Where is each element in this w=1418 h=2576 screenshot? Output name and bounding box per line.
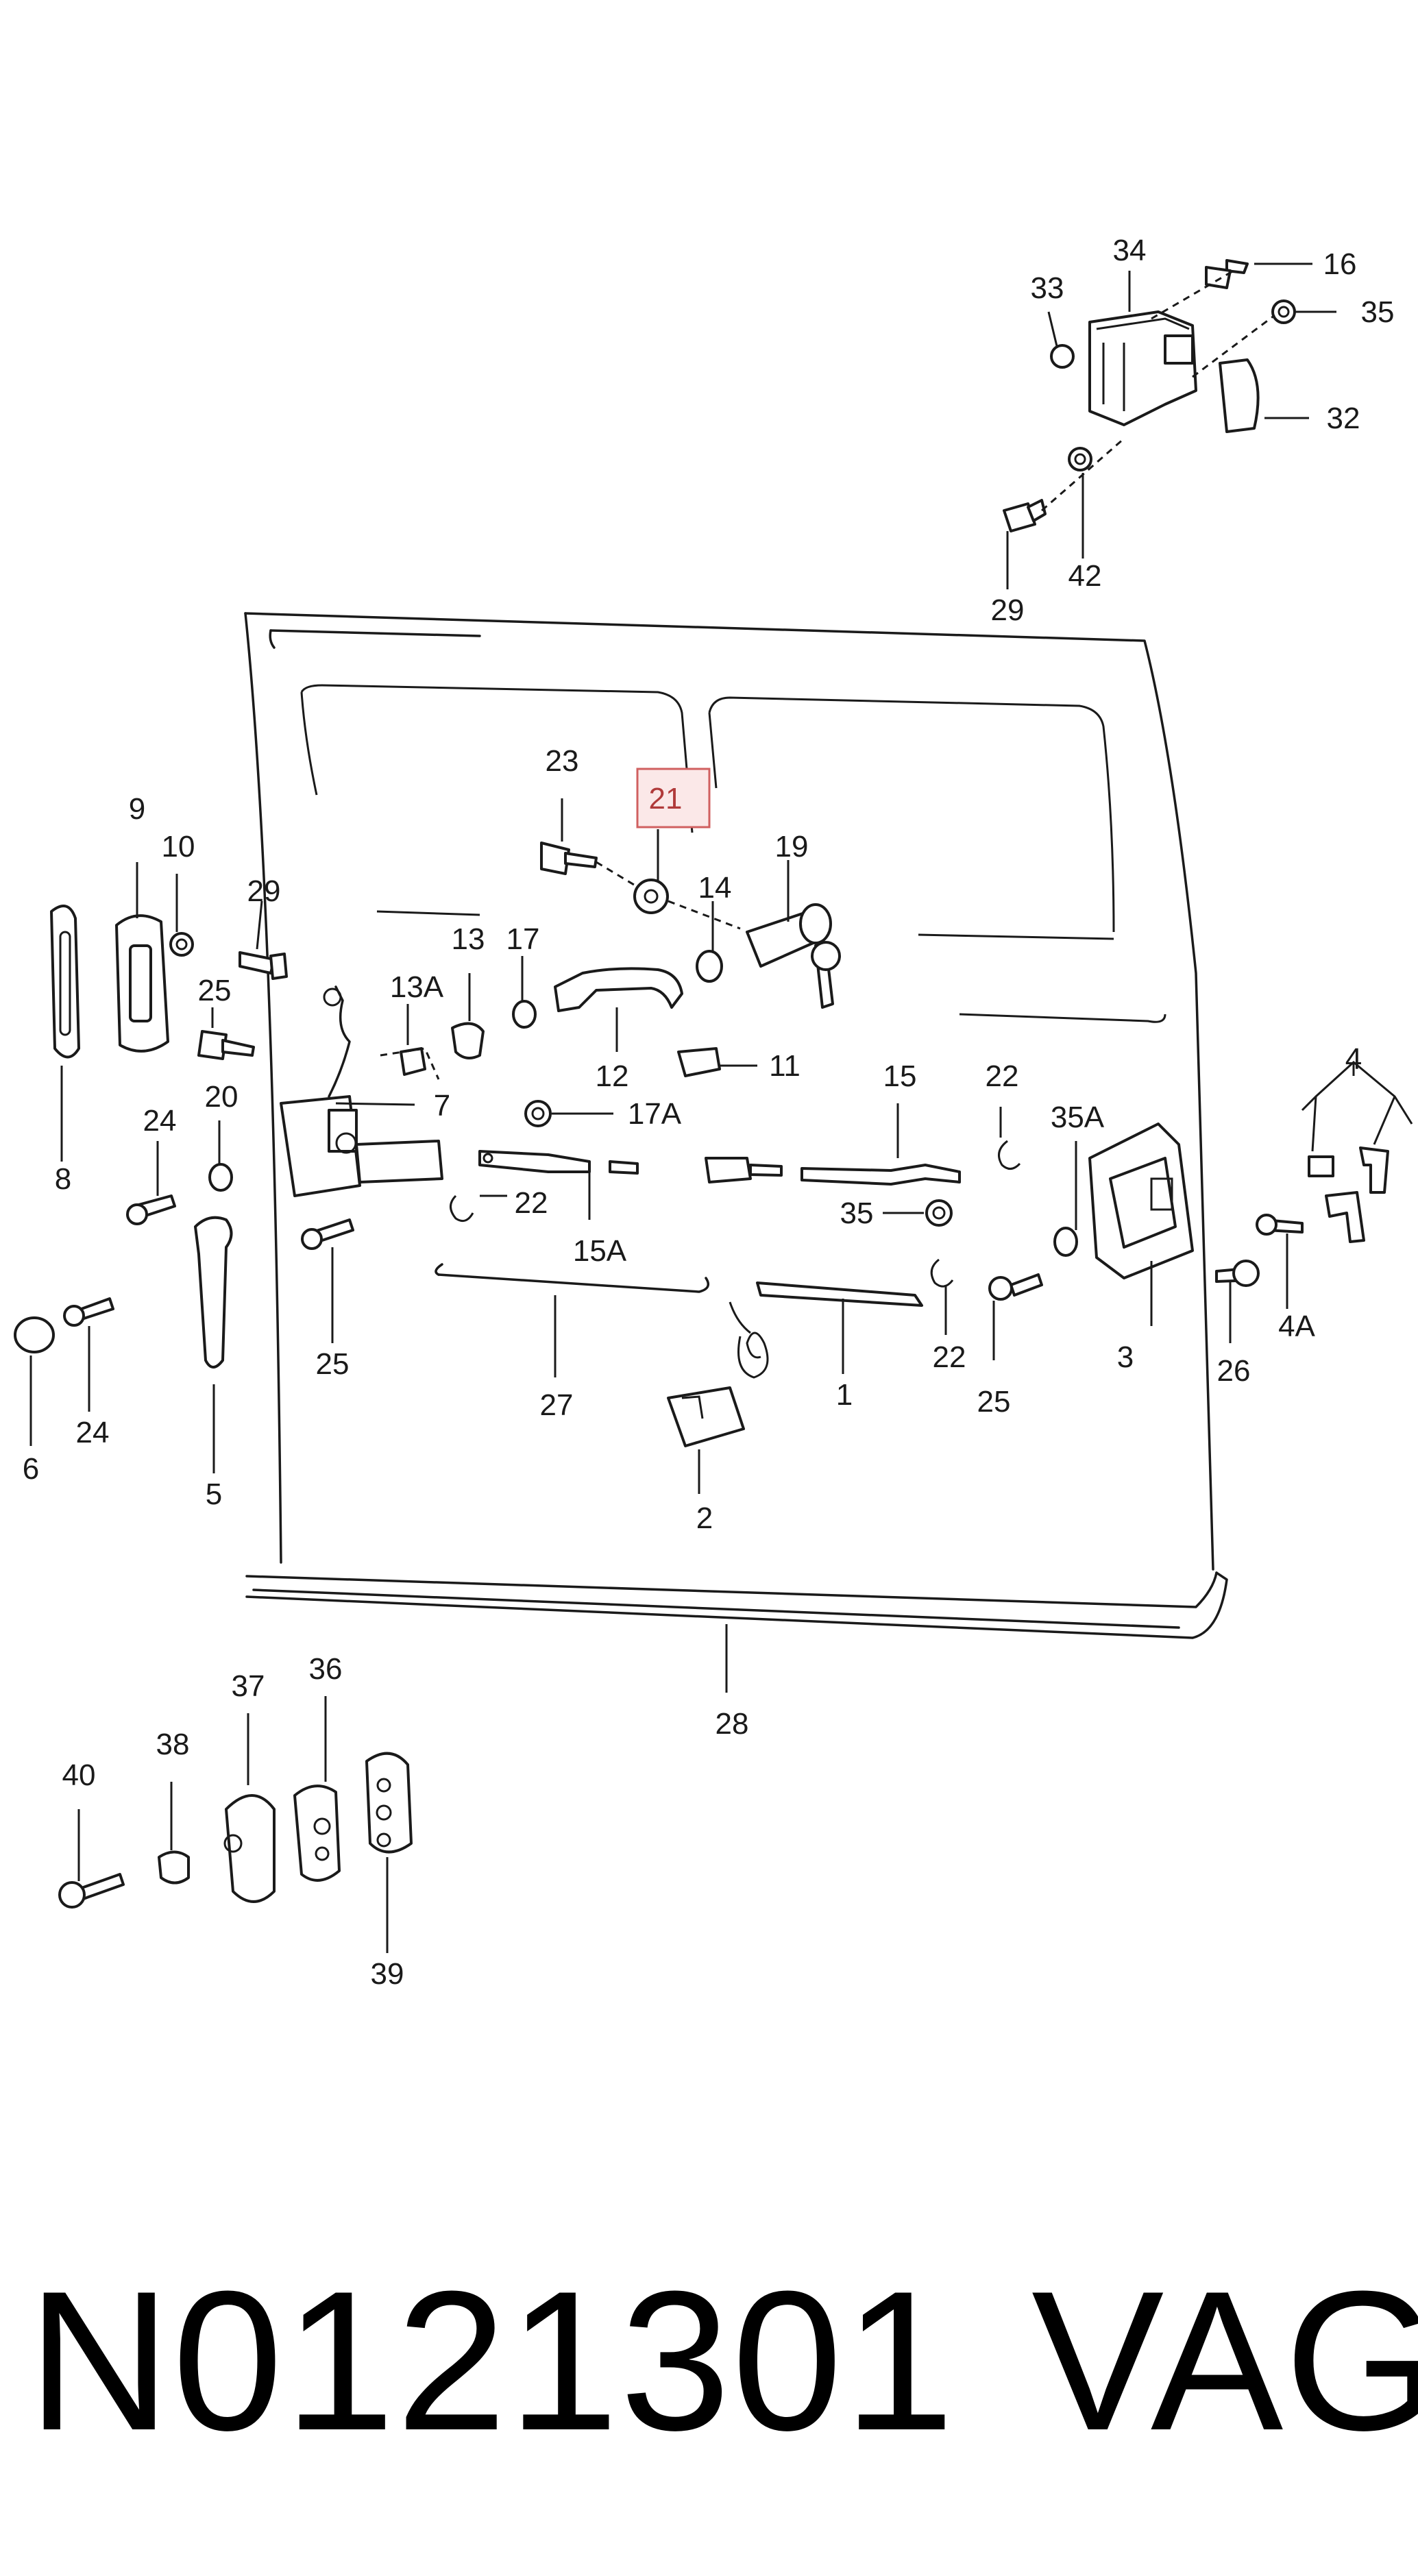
callout-label: 16	[1323, 247, 1357, 281]
rod-mechanism-group	[435, 1140, 1021, 1447]
callout-label: 36	[309, 1652, 343, 1686]
callout-label: 14	[698, 871, 732, 905]
callout-labels: 1 2 3 4 4A 5 6 7 8 9 10 11 12 13 13A 14 …	[23, 234, 1395, 1991]
callout-label: 7	[434, 1089, 450, 1123]
callout-label: 11	[769, 1049, 800, 1083]
callout-label: 24	[143, 1104, 177, 1138]
highlight-box	[636, 768, 711, 829]
callout-label: 33	[1031, 271, 1064, 305]
callout-label: 35A	[1051, 1101, 1105, 1134]
callout-label: 42	[1068, 559, 1102, 593]
callout-label: 23	[546, 744, 579, 778]
callout-label: 4A	[1278, 1310, 1315, 1343]
callout-label: 29	[247, 874, 281, 908]
callout-label: 8	[55, 1162, 71, 1196]
callout-label: 34	[1113, 234, 1147, 267]
callout-label: 35	[840, 1197, 874, 1230]
callout-label: 40	[62, 1758, 96, 1792]
part-number: N0121301	[27, 2250, 956, 2472]
handle-lock-group	[400, 842, 841, 1127]
callout-label: 2	[696, 1501, 713, 1535]
callout-label: 27	[540, 1388, 574, 1422]
callout-label: 13	[452, 922, 485, 956]
callout-label: 4	[1345, 1042, 1362, 1076]
callout-label: 35	[1361, 295, 1395, 329]
callout-label: 1	[836, 1378, 853, 1412]
door-panel	[244, 612, 1228, 1639]
trim-parts-group	[58, 1752, 413, 1909]
callout-label: 6	[23, 1452, 39, 1486]
callout-label: 19	[775, 830, 809, 863]
right-latch-group	[988, 1123, 1389, 1301]
brand-name: VAG	[1031, 2250, 1418, 2472]
callout-label: 20	[205, 1080, 239, 1114]
callout-label: 29	[991, 593, 1025, 627]
callout-label: 17	[506, 922, 540, 956]
left-hardware-group	[14, 905, 443, 1369]
callout-label: 22	[986, 1059, 1019, 1093]
callout-label: 5	[206, 1477, 222, 1511]
callout-label: 15A	[573, 1234, 627, 1268]
callout-label: 9	[129, 792, 145, 826]
callout-label: 26	[1217, 1354, 1251, 1388]
callout-label: 15	[883, 1059, 917, 1093]
callout-label: 3	[1117, 1340, 1134, 1374]
callout-label: 17A	[628, 1097, 682, 1131]
upper-hinge-assembly	[1003, 259, 1296, 532]
callout-label: 39	[371, 1957, 404, 1991]
callout-label: 24	[76, 1416, 110, 1449]
callout-label: 25	[977, 1385, 1011, 1419]
callout-label: 12	[596, 1059, 629, 1093]
callout-label: 10	[162, 830, 195, 863]
callout-label: 13A	[390, 970, 444, 1004]
callout-label: 28	[716, 1707, 749, 1741]
callout-label: 25	[316, 1347, 350, 1381]
callout-label: 38	[156, 1728, 190, 1761]
callout-label: 32	[1327, 402, 1360, 435]
callout-label: 25	[198, 974, 232, 1007]
leader-lines	[29, 262, 1413, 1953]
callout-label: 22	[515, 1186, 548, 1220]
callout-label: 22	[933, 1340, 966, 1374]
callout-label-highlighted: 21	[649, 782, 683, 815]
callout-label: 37	[232, 1669, 265, 1703]
